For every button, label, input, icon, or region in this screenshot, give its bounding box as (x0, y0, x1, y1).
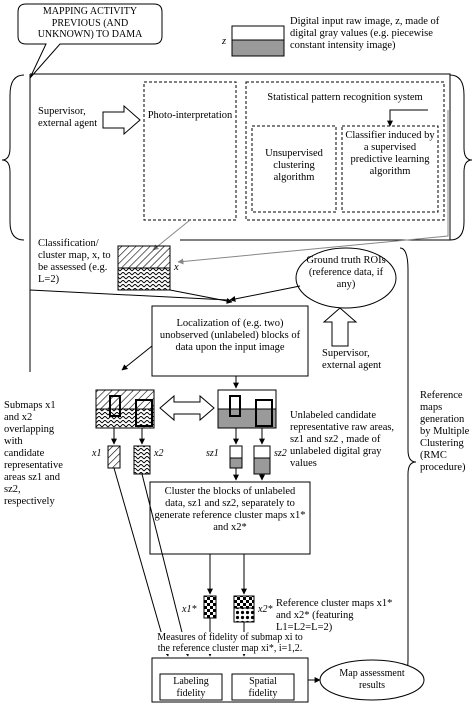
x2-label: x2 (154, 448, 164, 459)
cluster-box (149, 481, 311, 555)
x1-to-fidelity (113, 467, 170, 657)
submaps-label: Submaps x1 and x2 overlapping with candi… (4, 400, 63, 507)
x1-icon (107, 445, 121, 469)
feedback-arrow (387, 109, 428, 127)
x1-star-label: x1* (182, 604, 197, 615)
unsupervised-label: Unsupervised clustering algorithm (265, 148, 323, 183)
assessment-ellipse (319, 659, 425, 701)
supervisor-hollow-arrow (102, 104, 141, 136)
right-brace (449, 74, 473, 241)
x2-star-label: x2* (258, 604, 273, 615)
ground-truth-label: Ground truth ROIs (reference data, if an… (306, 255, 386, 290)
spr-to-map-arrow (178, 110, 449, 262)
submap-block (95, 389, 155, 429)
rmc-label: Reference maps generation by Multiple Cl… (420, 390, 470, 473)
gt-to-localization-arrow (229, 285, 301, 302)
image-line-arrow (29, 289, 229, 301)
sz2-label: sz2 (274, 448, 287, 459)
system-frame-outline (180, 73, 451, 241)
callout-text: MAPPING ACTIVITY PREVIOUS (AND UNKNOWN) … (37, 6, 143, 40)
photo-interpretation-label: Photo-interpretation (147, 110, 233, 121)
spr-system-title: Statistical pattern recognition system (267, 92, 423, 103)
x2-to-fidelity (141, 473, 190, 657)
photo-interpretation-box (143, 81, 237, 221)
input-image-symbol: z (222, 36, 227, 47)
sz2-icon (253, 445, 271, 475)
labeling-fidelity-box (159, 673, 223, 701)
labeling-fidelity-label: Labeling fidelity (173, 676, 209, 699)
unsupervised-box (251, 125, 337, 213)
map-assessment-label: Map assessment results (339, 668, 405, 691)
supervisor-right-label: Supervisor, external agent (322, 348, 382, 371)
localization-box (151, 305, 309, 377)
loc-to-submap-arrow (121, 345, 153, 371)
input-image-icon (231, 25, 285, 57)
spatial-fidelity-box (231, 673, 295, 701)
spatial-fidelity-label: Spatial fidelity (248, 676, 278, 699)
input-image-description: Digital input raw image, z, made of digi… (290, 16, 440, 51)
sz1-label: sz1 (206, 448, 219, 459)
x2-star-icon (233, 595, 255, 623)
x1-label: x1 (92, 448, 102, 459)
x1-star-icon (203, 595, 217, 619)
supervisor-right-arrow (322, 307, 358, 347)
left-brace (1, 74, 25, 241)
localization-label: Localization of (e.g. two) unobserved (u… (159, 318, 301, 353)
callout-bubble (17, 3, 163, 79)
ground-truth-ellipse (295, 247, 397, 309)
supervised-box (341, 125, 439, 213)
unlabeled-label: Unlabeled candidate representative raw a… (290, 410, 395, 469)
supervisor-left-label: Supervisor, external agent (38, 106, 98, 129)
cluster-box-label: Cluster the blocks of unlabeled data, sz… (154, 486, 306, 533)
raw-block (217, 389, 277, 429)
classification-map-label: Classification/ cluster map, x, to be as… (38, 238, 111, 285)
classification-map-icon (117, 245, 171, 291)
classification-map-symbol: x (174, 262, 179, 273)
system-frame-left (29, 73, 180, 372)
double-hollow-arrow (159, 394, 215, 422)
sz1-icon (229, 445, 243, 469)
photo-to-map-arrow (152, 219, 191, 251)
fidelity-title: Measures of fidelity of submap xi to the… (156, 632, 304, 654)
x2-icon (133, 445, 151, 475)
supervised-label: Classifier induced by a supervised predi… (345, 130, 435, 177)
ref-cluster-label: Reference cluster maps x1* and x2* (feat… (276, 598, 393, 633)
